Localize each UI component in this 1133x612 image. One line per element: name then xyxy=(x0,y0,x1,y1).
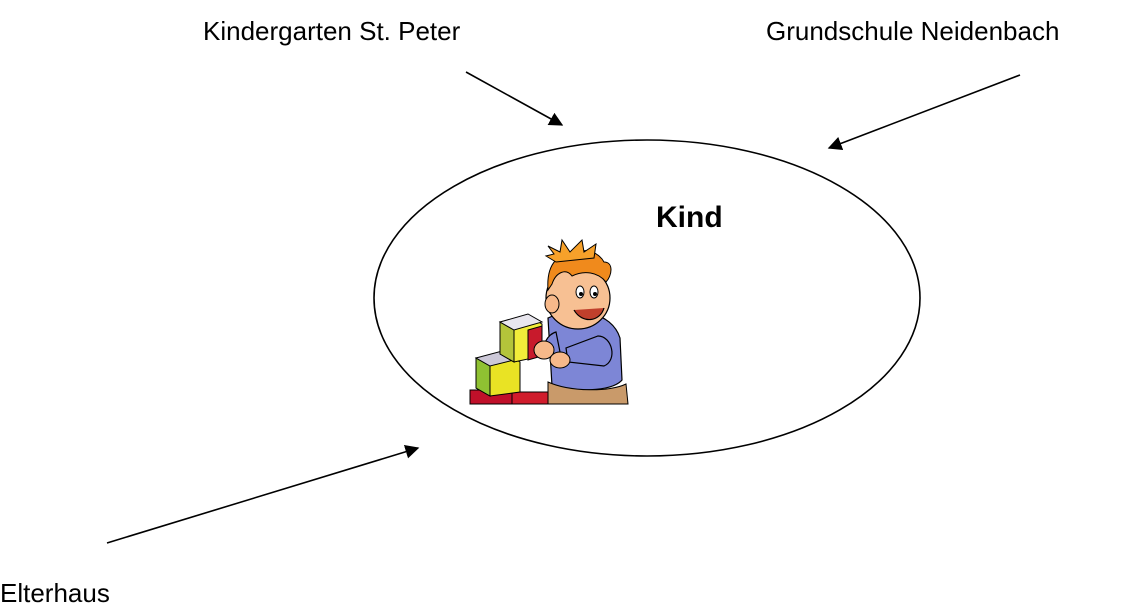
label-kindergarten: Kindergarten St. Peter xyxy=(203,16,461,46)
arrow-grundschule-to-child xyxy=(827,74,1021,151)
arrow-kindergarten-to-child xyxy=(465,71,564,126)
label-grundschule: Grundschule Neidenbach xyxy=(766,16,1060,46)
arrow-elterhaus-to-child xyxy=(106,444,420,544)
child-ellipse xyxy=(373,139,921,457)
label-elterhaus: Elterhaus xyxy=(0,578,110,608)
child-playing-with-blocks-icon xyxy=(469,238,629,405)
label-kind: Kind xyxy=(656,201,723,234)
